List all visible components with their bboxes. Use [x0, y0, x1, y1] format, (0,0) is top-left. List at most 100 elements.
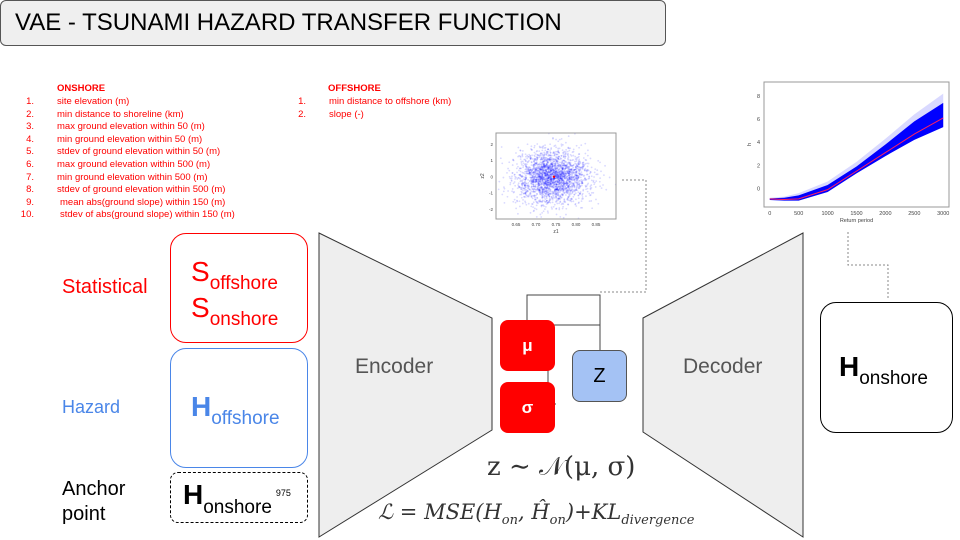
scatter-point — [534, 159, 537, 162]
scatter-point — [568, 193, 571, 195]
scatter-point — [520, 186, 522, 189]
scatter-point — [599, 177, 602, 180]
scatter-point — [534, 157, 537, 160]
scatter-point — [559, 190, 562, 192]
scatter-point — [529, 171, 531, 174]
scatter-point — [544, 182, 547, 185]
scatter-point — [550, 183, 552, 186]
scatter-point — [545, 197, 548, 200]
scatter-point — [521, 179, 524, 182]
scatter-point — [555, 188, 558, 191]
scatter-point — [530, 164, 533, 167]
scatter-point — [547, 162, 549, 164]
scatter-point — [532, 180, 535, 183]
scatter-point — [579, 166, 582, 169]
scatter-point — [560, 184, 563, 187]
scatter-point — [568, 185, 571, 188]
scatter-point — [567, 195, 570, 198]
scatter-point — [554, 192, 557, 195]
scatter-point — [540, 171, 543, 174]
scatter-point — [524, 153, 527, 156]
scatter-point — [524, 178, 527, 181]
scatter-point — [537, 182, 540, 185]
scatter-point — [578, 192, 581, 195]
scatter-point — [548, 177, 550, 179]
scatter-point — [527, 155, 529, 158]
scatter-point — [568, 166, 571, 168]
scatter-point — [518, 205, 521, 208]
scatter-point — [546, 175, 548, 177]
scatter-point — [538, 154, 541, 156]
scatter-point — [550, 169, 553, 172]
scatter-point — [528, 153, 531, 156]
scatter-point — [559, 194, 562, 197]
scatter-point — [536, 188, 539, 191]
scatter-point — [548, 166, 551, 169]
scatter-point — [577, 153, 580, 156]
scatter-point — [539, 187, 542, 190]
scatter-point — [564, 141, 567, 144]
scatter-point — [564, 188, 567, 191]
scatter-point — [548, 165, 551, 168]
scatter-point — [540, 204, 543, 207]
scatter-point — [552, 178, 555, 180]
scatter-point — [538, 189, 541, 192]
scatter-point — [567, 156, 570, 158]
scatter-point — [545, 180, 547, 183]
scatter-point — [543, 181, 546, 184]
scatter-point — [588, 192, 591, 195]
scatter-point — [572, 184, 575, 187]
scatter-point — [545, 180, 548, 183]
scatter-point — [562, 162, 565, 165]
scatter-point — [576, 178, 578, 180]
scatter-point — [543, 167, 546, 170]
scatter-point — [562, 181, 565, 183]
scatter-point — [548, 158, 551, 161]
scatter-point — [567, 169, 570, 172]
scatter-point — [577, 168, 580, 171]
scatter-point — [530, 161, 533, 163]
scatter-point — [553, 190, 556, 193]
scatter-point — [572, 195, 575, 198]
scatter-point — [525, 176, 528, 179]
scatter-point — [540, 163, 543, 166]
scatter-point — [575, 188, 577, 191]
scatter-point — [554, 164, 556, 167]
scatter-point — [556, 172, 559, 175]
scatter-point — [534, 172, 537, 175]
scatter-point — [521, 174, 523, 177]
scatter-point — [559, 177, 561, 180]
scatter-point — [539, 168, 542, 171]
scatter-point — [564, 165, 567, 168]
scatter-point — [559, 189, 562, 192]
scatter-point — [552, 184, 555, 187]
scatter-point — [542, 164, 545, 167]
scatter-point — [502, 190, 505, 193]
scatter-point — [553, 165, 556, 167]
scatter-point — [577, 165, 579, 168]
scatter-point — [564, 167, 566, 170]
scatter-point — [550, 180, 553, 182]
scatter-point — [586, 190, 589, 193]
scatter-point — [541, 179, 544, 182]
scatter-point — [547, 161, 550, 164]
scatter-point — [562, 188, 564, 191]
scatter-point — [529, 176, 532, 179]
scatter-point — [565, 187, 568, 189]
scatter-point — [573, 168, 576, 171]
scatter-point — [524, 193, 527, 195]
scatter-point — [511, 172, 514, 174]
scatter-point — [553, 189, 556, 192]
scatter-point — [560, 184, 563, 186]
scatter-point — [547, 167, 549, 170]
scatter-point — [554, 162, 557, 165]
scatter-point — [545, 178, 548, 180]
scatter-point — [558, 183, 561, 186]
anchor-point-label: Anchor point — [62, 477, 125, 527]
scatter-point — [568, 184, 571, 187]
scatter-point — [541, 166, 544, 169]
scatter-point — [512, 182, 515, 185]
output-plot-connector — [847, 232, 889, 300]
scatter-point — [565, 187, 568, 190]
scatter-point — [569, 191, 572, 194]
